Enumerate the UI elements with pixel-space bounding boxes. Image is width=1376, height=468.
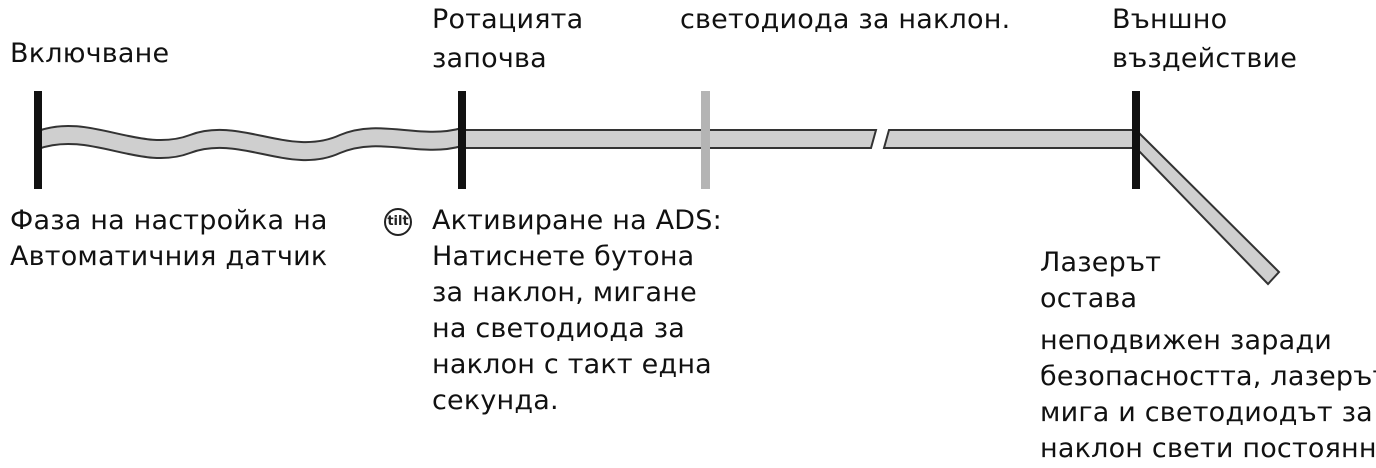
ads-activation-line-1: Активиране на ADS: (432, 205, 722, 236)
laser-result-b-line-3: мига и светодиодът за (1040, 397, 1373, 428)
tilt-icon-text: tilt (387, 214, 409, 229)
ads-activation-line-5: наклон с такт една (432, 349, 712, 380)
ads-activation-line-6: секунда. (432, 385, 559, 416)
rotation-band-right (882, 129, 1137, 149)
setup-phase-line-2: Автоматичния датчик (10, 241, 328, 272)
laser-result-label-a: Лазерът остава (1040, 245, 1161, 317)
power-on-label: Включване (10, 38, 170, 69)
tilt-icon-circle (384, 208, 412, 236)
ads-marker (701, 91, 710, 189)
setup-wave-band (37, 124, 463, 162)
laser-result-a-line-1: Лазерът (1040, 247, 1162, 278)
ads-activation-line-3: за наклон, мигане (432, 277, 697, 308)
external-impact-line-2: въздействие (1112, 43, 1298, 74)
ads-activation-line-2: Натиснете бутона (432, 241, 695, 272)
power-on-marker (34, 91, 42, 189)
laser-result-b-line-4: наклон свети постоянно. (1040, 433, 1376, 464)
ads-activation-line-4: на светодиода за (432, 313, 686, 344)
rotation-start-line-1: Ротацията (432, 4, 584, 35)
setup-phase-label: Фаза на настройка на Автоматичния датчик (10, 203, 328, 275)
laser-result-label-b: неподвижен заради безопасността, лазерът… (1040, 323, 1376, 467)
tilt-icon: tilt (383, 207, 413, 237)
external-impact-label: Външно въздействие (1112, 0, 1297, 78)
laser-result-b-line-2: безопасността, лазерът (1040, 361, 1376, 392)
rotation-start-marker (458, 91, 466, 189)
laser-result-b-line-1: неподвижен заради (1040, 325, 1332, 356)
rotation-start-line-2: започва (432, 43, 547, 74)
external-impact-marker (1132, 91, 1140, 189)
external-impact-line-1: Външно (1112, 4, 1228, 35)
ads-activation-label: Активиране на ADS: Натиснете бутона за н… (432, 203, 722, 419)
setup-phase-line-1: Фаза на настройка на (10, 205, 328, 236)
laser-result-a-line-2: остава (1040, 283, 1138, 314)
rotation-start-label: Ротацията започва (432, 0, 583, 78)
led-top-label: светодиода за наклон. (680, 4, 1011, 35)
rotation-band-left (461, 129, 878, 149)
